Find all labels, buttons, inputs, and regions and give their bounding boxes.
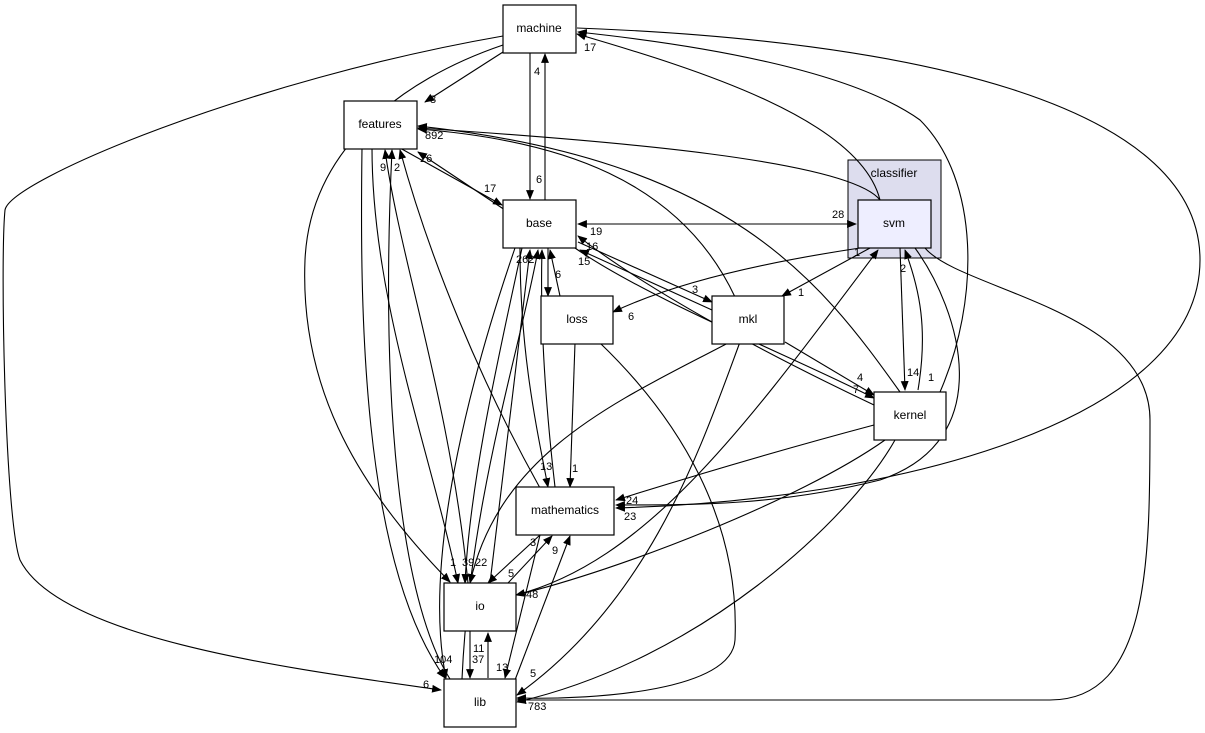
node-kernel[interactable]: kernel (873, 391, 947, 441)
cluster-label: classifier (871, 166, 918, 180)
edges (2, 27, 1201, 704)
edge-label: 28 (832, 209, 844, 221)
edge-label: 1 (854, 247, 860, 259)
edge-label: 13 (540, 461, 552, 473)
edge-label: 13 (496, 662, 508, 674)
edge-label: 6 (555, 269, 561, 281)
node-label: kernel (894, 408, 927, 422)
edge-label: 9 (380, 162, 386, 174)
edge-label: 1 (450, 557, 456, 569)
edge-label: 26 (420, 153, 432, 165)
node-features[interactable]: features (343, 100, 418, 150)
edge-label: 39 (462, 557, 474, 569)
edge-label: 37 (472, 654, 484, 666)
edge-label: 48 (526, 589, 538, 601)
edge-label: 2 (900, 263, 906, 275)
edge-label: 262 (516, 254, 534, 266)
edge-label: 5 (508, 568, 514, 580)
node-mkl[interactable]: mkl (711, 295, 785, 345)
edge-label: 104 (434, 654, 452, 666)
edge-label: 4 (857, 372, 863, 384)
edge-label: 6 (536, 174, 542, 186)
node-label: mkl (739, 312, 758, 326)
node-label: mathematics (531, 503, 599, 517)
edge-label: 6 (628, 311, 634, 323)
node-io[interactable]: io (443, 582, 517, 632)
node-base[interactable]: base (502, 199, 577, 249)
edge-label: 3 (692, 284, 698, 296)
node-machine[interactable]: machine (502, 4, 577, 54)
node-label: base (526, 216, 552, 230)
edge-label: 9 (552, 545, 558, 557)
node-label: machine (516, 21, 562, 35)
edge-label: 3 (530, 537, 536, 549)
edge-label: 22 (475, 557, 487, 569)
edge-label: 23 (624, 511, 636, 523)
node-label: features (358, 117, 401, 131)
edge-label: 783 (528, 701, 546, 713)
edge-label: 5 (530, 668, 536, 680)
node-label: loss (566, 312, 587, 326)
edge-label: 4 (534, 66, 540, 78)
edge-label: 6 (423, 679, 429, 691)
edge-labels: 4 17 8 17 6 26 892 9 2 28 19 16 15 262 6… (380, 42, 934, 713)
edge-label: 11 (473, 643, 484, 655)
edge-label: 892 (425, 130, 443, 142)
node-mathematics[interactable]: mathematics (515, 486, 615, 536)
edge-label: 24 (626, 495, 638, 507)
edge-label: 14 (907, 367, 919, 379)
edge-label: 17 (484, 183, 496, 195)
node-svm[interactable]: svm (857, 199, 932, 249)
edge-label: 2 (394, 162, 400, 174)
edge-label: 1 (798, 287, 804, 299)
edge-label: 7 (853, 384, 859, 396)
edge-label: 17 (584, 42, 596, 54)
node-label: io (475, 599, 485, 613)
node-label: lib (474, 695, 486, 709)
node-lib[interactable]: lib (443, 678, 517, 728)
edge-label: 1 (572, 463, 578, 475)
node-label: svm (883, 216, 905, 230)
edge-label: 1 (928, 372, 934, 384)
edge-label: 15 (578, 256, 590, 268)
edge-label: 19 (590, 226, 602, 238)
node-loss[interactable]: loss (540, 295, 614, 345)
edge-label: 16 (586, 241, 598, 253)
edge-label: 8 (430, 94, 436, 106)
